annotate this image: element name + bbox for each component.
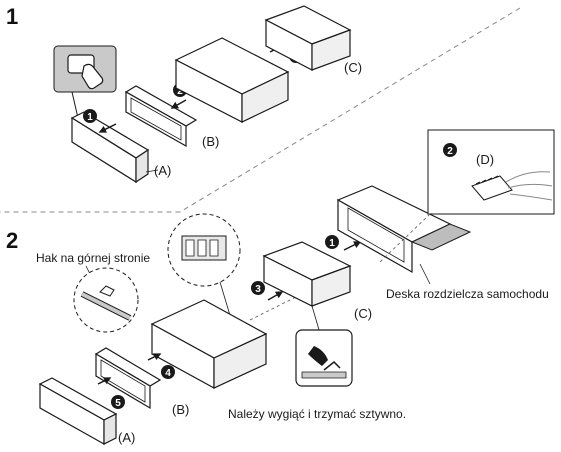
step-2-number: 2 — [6, 228, 18, 253]
connector-detail-circle — [167, 213, 241, 323]
trim-plate-b-step1 — [124, 85, 198, 148]
faceplate-a-step2 — [38, 377, 118, 446]
label-a-step1: (A) — [154, 163, 171, 178]
marker-4-step2-text: 4 — [165, 368, 171, 379]
label-c-step1: (C) — [344, 60, 362, 75]
connector-d-detail: 2 — [427, 129, 555, 215]
bend-tab-detail — [295, 305, 353, 387]
label-c-step2: (C) — [354, 306, 372, 321]
label-b-step1: (B) — [202, 134, 219, 149]
hook-detail-circle — [73, 267, 139, 333]
dashboard-opening — [336, 185, 472, 274]
sleeve-c-step1 — [264, 5, 352, 71]
label-b-step2: (B) — [172, 402, 189, 417]
marker-1-step2-text: 1 — [329, 238, 335, 249]
arrow-4-step2 — [147, 353, 162, 361]
pliers-icon — [308, 346, 328, 366]
label-a-step2: (A) — [118, 430, 135, 445]
marker-3-step2 — [251, 281, 265, 295]
arrow-2-step1 — [170, 99, 187, 109]
marker-2-step1-text: 2 — [177, 86, 183, 97]
step-1-number: 1 — [6, 4, 18, 29]
bend-caption: Należy wygiąć i trzymać sztywno. — [228, 407, 406, 421]
marker-2-detail-text: 2 — [447, 146, 453, 157]
section-divider — [0, 7, 521, 213]
marker-5-step2 — [111, 395, 125, 409]
marker-3-step2-text: 3 — [255, 284, 261, 295]
hook-caption: Hak na górnej stronie — [36, 251, 150, 265]
dashboard-caption: Deska rozdzielcza samochodu — [386, 287, 549, 301]
detach-button-callout — [53, 45, 117, 119]
marker-4-step2 — [161, 365, 175, 379]
finger-icon — [81, 63, 104, 90]
marker-1-step2 — [325, 235, 339, 249]
arrow-1-step2 — [343, 241, 362, 251]
unit-body-step2 — [150, 299, 268, 390]
faceplate-a-step1 — [70, 111, 150, 184]
label-d: (D) — [476, 152, 494, 167]
unit-body-step1 — [174, 37, 290, 123]
trim-plate-b-step2 — [94, 347, 162, 410]
arrow-5-step2 — [97, 377, 112, 385]
marker-1-step1-text: 1 — [87, 112, 93, 123]
sleeve-c-step2 — [262, 241, 352, 307]
arrow-3-step2 — [267, 291, 284, 301]
marker-5-step2-text: 5 — [115, 398, 121, 409]
arrow-1-step1 — [98, 123, 117, 133]
marker-1-step1 — [83, 109, 97, 123]
